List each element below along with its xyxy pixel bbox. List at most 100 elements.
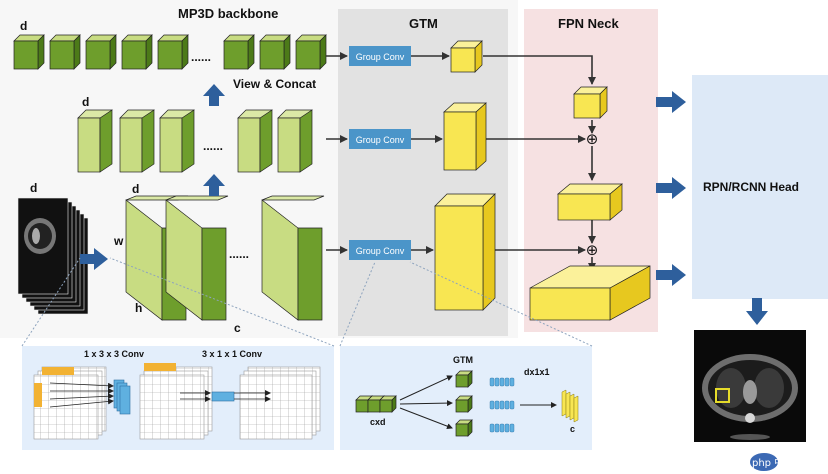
- gtm-output-3: [434, 193, 496, 311]
- conv1-arrow-0: [49, 382, 114, 389]
- input-highlight-2: [34, 399, 42, 407]
- ct-to-backbone-arrow: [80, 248, 108, 270]
- row1-cube-3: [85, 34, 117, 70]
- dx1x1-kernel-3-5: [509, 423, 515, 433]
- input-highlight-1: [34, 391, 42, 399]
- row3-dots: ......: [229, 247, 249, 261]
- head-panel: [692, 75, 828, 299]
- row2-dots: ......: [203, 139, 223, 153]
- gtm-output-slice-4: [573, 395, 579, 423]
- fpn-level-1: [573, 86, 608, 119]
- group-conv-3-label: Group Conv: [356, 246, 405, 256]
- dx1x1-kernel-1-4: [504, 377, 510, 387]
- conv1-arrow-3: [49, 398, 114, 408]
- input-top-highlight-0: [42, 367, 50, 375]
- mid-highlight-0: [144, 363, 152, 371]
- row3-dim-h: h: [135, 301, 142, 315]
- row2-slab-4: [237, 109, 273, 173]
- dx1x1-kernel-3-2: [494, 423, 500, 433]
- conv1-label: 1 x 3 x 3 Conv: [84, 349, 144, 359]
- fpn-plus-1: ⊕: [586, 130, 599, 148]
- dx1x1-kernel-3-3: [499, 423, 505, 433]
- dx1x1-kernel-3-4: [504, 423, 510, 433]
- conv1-arrow-2: [49, 393, 114, 400]
- row2-slab-5: [277, 109, 313, 173]
- row1-cube-2: [49, 34, 81, 70]
- input-top-highlight-1: [50, 367, 58, 375]
- row3-dim-c: c: [234, 321, 241, 335]
- kernel-2: [211, 391, 235, 402]
- dx1x1-kernel-1-1: [489, 377, 495, 387]
- blue-arrows: [80, 84, 768, 325]
- gtm-group-cube-1: [455, 370, 473, 388]
- mid-highlight-1: [152, 363, 160, 371]
- row2-slab-3: [159, 109, 195, 173]
- input-highlight-0: [34, 383, 42, 391]
- conv-detail-illustration: [33, 363, 321, 440]
- fpn-title: FPN Neck: [558, 16, 619, 31]
- row1-dots: ......: [191, 50, 211, 64]
- group-conv-2-label: Group Conv: [356, 135, 405, 145]
- zoom-dotted-lines: [21, 257, 593, 347]
- row3-to-row2-arrow: [203, 174, 225, 196]
- group-conv-2: Group Conv: [349, 129, 411, 149]
- row1-cube-6: [223, 34, 255, 70]
- row1-cube-8: [295, 34, 327, 70]
- gtm-split-arrow-3: [399, 407, 453, 430]
- row1-cube-5: [157, 34, 189, 70]
- mid-highlight-3: [168, 363, 176, 371]
- conv-output-grid: [239, 366, 321, 440]
- row2-slab-2: [119, 109, 155, 173]
- input-top-highlight-3: [66, 367, 74, 375]
- view-concat-label: View & Concat: [233, 77, 316, 91]
- ct-slice-stack: [17, 197, 89, 315]
- group-conv-1: Group Conv: [349, 46, 411, 66]
- fpn-level-2: [557, 183, 623, 221]
- gtm-split-arrow-2: [399, 400, 453, 407]
- fpn-to-head-arrow-3: [656, 264, 686, 286]
- backbone-title: MP3D backbone: [178, 6, 278, 21]
- detection-box: [715, 388, 730, 403]
- gtm-group-cube-3: [455, 419, 473, 437]
- gtm-title: GTM: [409, 16, 438, 31]
- fpn-level-3: [529, 265, 651, 321]
- connector-arrows: [326, 52, 596, 271]
- watermark: php 中文网: [750, 453, 804, 471]
- mid-highlight-2: [160, 363, 168, 371]
- head-label: RPN/RCNN Head: [703, 180, 799, 194]
- dx1x1-kernel-1-3: [499, 377, 505, 387]
- ct-dim-d: d: [30, 181, 37, 195]
- row1-cube-1: [13, 34, 45, 70]
- gtm-output-slice-1: [561, 389, 567, 417]
- conv-mid-grid: [139, 366, 213, 440]
- row3-dim-w: w: [113, 234, 124, 248]
- group-conv-3: Group Conv: [349, 240, 411, 260]
- dx1x1-kernel-1-5: [509, 377, 515, 387]
- gtm-input-cube-1: [355, 395, 373, 413]
- head-to-ct-arrow: [746, 298, 768, 325]
- dx1x1-kernel-2-5: [509, 400, 515, 410]
- row3-dim-d: d: [132, 182, 139, 196]
- fpn-plus-2: ⊕: [586, 241, 599, 259]
- gtm-output-1: [450, 40, 483, 73]
- row3-slab-3: [261, 195, 325, 321]
- dx1x1-kernel-2-3: [499, 400, 505, 410]
- row2-slab-1: [77, 109, 113, 173]
- row2-dim-d: d: [82, 95, 89, 109]
- detail-gtm-kernel-label: dx1x1: [524, 367, 550, 377]
- backbone-row-3: [125, 195, 325, 321]
- input-top-highlight-2: [58, 367, 66, 375]
- gtm-split-arrow-1: [399, 375, 453, 401]
- watermark-text: php 中文网: [752, 456, 804, 469]
- fpn-to-head-arrow-2: [656, 177, 686, 199]
- detail-gtm-title: GTM: [453, 355, 473, 365]
- row1-cube-4: [121, 34, 153, 70]
- kernel-1-slice-2: [119, 385, 131, 415]
- ct-output-image: [694, 330, 806, 442]
- dx1x1-kernel-2-2: [494, 400, 500, 410]
- gtm-output-2: [443, 102, 487, 171]
- backbone-row-1: [13, 34, 327, 70]
- dx1x1-kernel-1-2: [494, 377, 500, 387]
- row1-dim-d: d: [20, 19, 27, 33]
- detail-gtm-output-label: c: [570, 424, 575, 434]
